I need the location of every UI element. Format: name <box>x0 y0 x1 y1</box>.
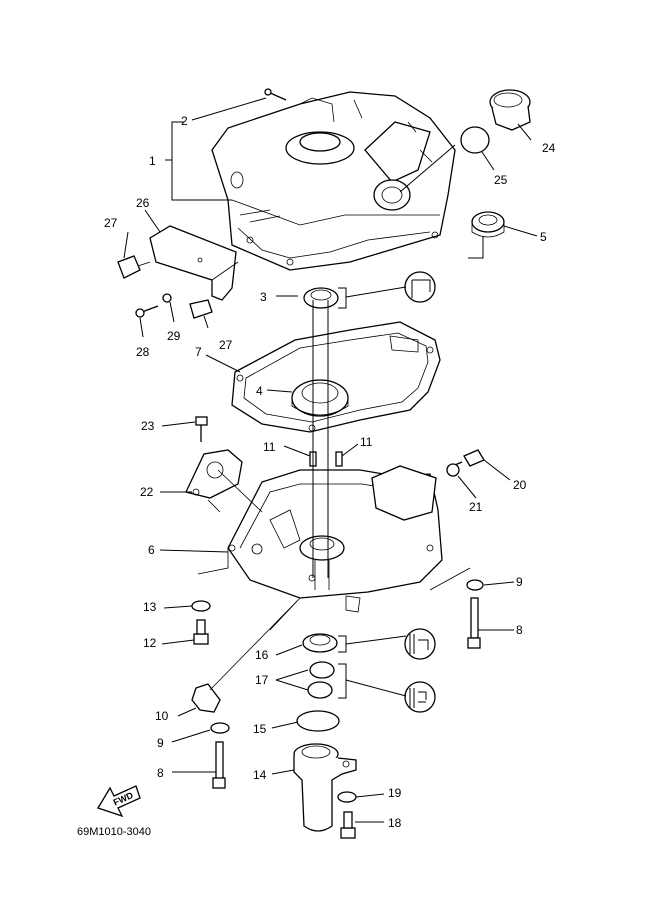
callout-6: 6 <box>148 543 155 557</box>
callout-27-upper: 27 <box>104 216 118 230</box>
oil-seal-part-16 <box>302 633 338 653</box>
oil-seal-part-5 <box>471 211 505 238</box>
callout-18: 18 <box>388 816 402 830</box>
callout-22: 22 <box>140 485 154 499</box>
callout-9-right: 9 <box>516 575 523 589</box>
plug-part-24 <box>489 89 531 131</box>
callout-2: 2 <box>181 114 188 128</box>
callout-11-right: 11 <box>360 435 373 449</box>
dowel-pin-part-11-right <box>335 451 343 467</box>
detail-inset-seal-3 <box>404 271 436 303</box>
callout-8-left: 8 <box>157 766 164 780</box>
detail-inset-seal-16 <box>404 628 436 660</box>
callout-14: 14 <box>253 768 267 782</box>
callout-20: 20 <box>513 478 527 492</box>
callout-25: 25 <box>494 173 508 187</box>
fwd-arrow-icon: FWD <box>97 785 141 818</box>
callout-28: 28 <box>136 345 150 359</box>
callout-3: 3 <box>260 290 267 304</box>
bolt-part-8-right <box>467 597 481 649</box>
clamp-part-10 <box>191 683 221 713</box>
cylinder-body-upper <box>211 91 456 271</box>
bolt-part-18 <box>340 811 356 839</box>
washer-part-19 <box>337 791 357 803</box>
bolt-part-2 <box>264 88 287 101</box>
callout-19: 19 <box>388 786 402 800</box>
detail-inset-seal-17 <box>404 681 436 713</box>
callout-12: 12 <box>143 636 157 650</box>
callout-23: 23 <box>141 419 155 433</box>
o-ring-part-15 <box>296 710 340 732</box>
callout-1: 1 <box>149 154 156 168</box>
callout-8-right: 8 <box>516 623 523 637</box>
washer-part-21 <box>446 463 460 477</box>
callout-13: 13 <box>143 600 157 614</box>
callout-26: 26 <box>136 196 150 210</box>
bolt-part-8-left <box>212 741 226 789</box>
callout-10: 10 <box>155 709 169 723</box>
washer-part-13 <box>191 600 211 612</box>
bearing-part-4 <box>291 379 349 417</box>
washer-part-29 <box>162 293 172 303</box>
bracket-part-26 <box>149 225 239 301</box>
o-ring-part-25 <box>460 126 490 154</box>
bracket-assy-part-22 <box>185 449 243 499</box>
pad-part-27-lower <box>189 299 213 319</box>
washer-part-9-right <box>466 579 484 591</box>
callout-27-lower: 27 <box>219 338 233 352</box>
callout-7: 7 <box>195 345 202 359</box>
callout-21: 21 <box>469 500 483 514</box>
diagram-code: 69M1010-3040 <box>77 826 151 838</box>
callout-29: 29 <box>167 329 181 343</box>
crankcase-lower-part-6 <box>227 465 443 613</box>
callout-17: 17 <box>255 673 269 687</box>
bolt-part-23 <box>195 416 208 442</box>
washer-part-9-left <box>210 722 230 734</box>
callout-4: 4 <box>256 384 263 398</box>
bolt-part-12 <box>193 619 209 645</box>
callout-11-left: 11 <box>263 440 276 454</box>
oil-seal-part-3 <box>303 287 339 309</box>
housing-part-14 <box>293 743 357 832</box>
cap-part-27-upper <box>117 255 151 279</box>
screw-part-28 <box>135 305 159 318</box>
callout-24: 24 <box>542 141 556 155</box>
callout-numbers: 1 2 3 4 5 6 7 8 8 9 9 10 11 11 12 13 14 … <box>104 114 556 830</box>
callout-9-left: 9 <box>157 736 164 750</box>
callout-16: 16 <box>255 648 269 662</box>
gasket-part-7 <box>231 321 441 433</box>
oil-seal-part-17 <box>307 661 335 699</box>
callout-5: 5 <box>540 230 547 244</box>
leader-lines <box>123 97 538 823</box>
callout-15: 15 <box>253 722 267 736</box>
